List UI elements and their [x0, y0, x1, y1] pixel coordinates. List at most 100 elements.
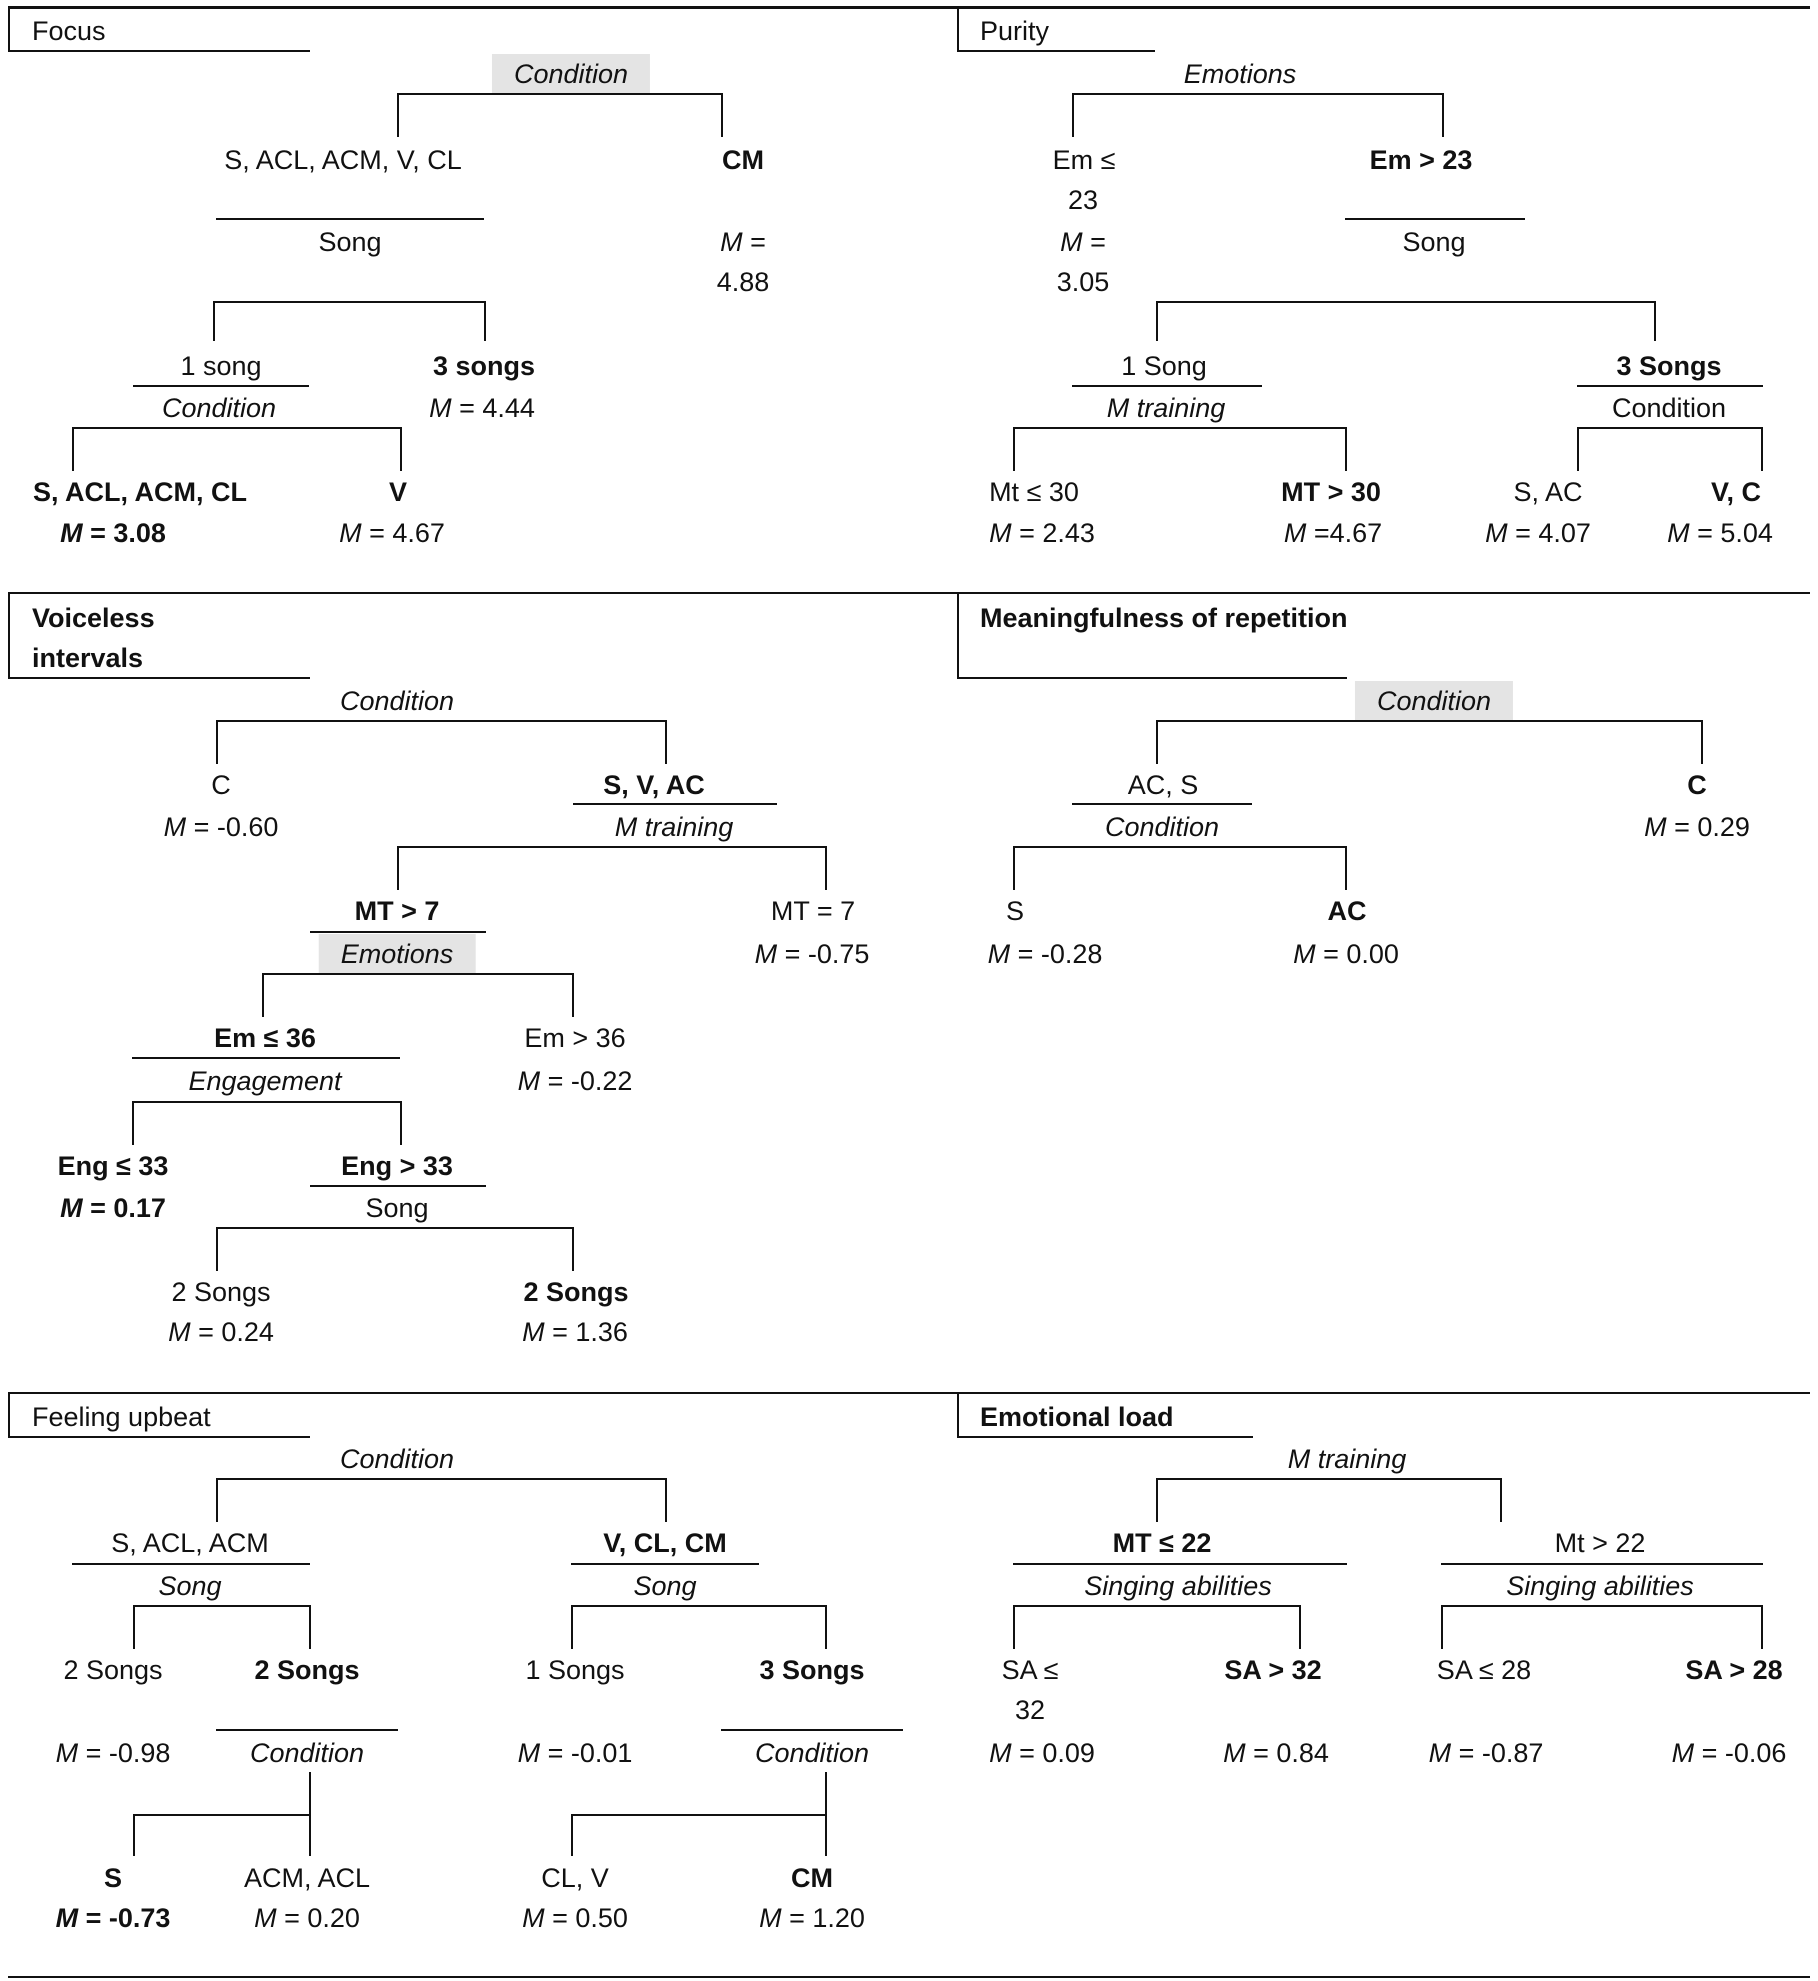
mean-label: M = 0.09: [989, 1738, 1095, 1768]
node-label: S, ACL, ACM, V, CL: [224, 145, 462, 175]
bracket-h: [397, 846, 827, 848]
mean-label: M = -0.01: [517, 1738, 633, 1768]
mean-value: 3.05: [1056, 267, 1110, 297]
leaf-label: SA > 28: [1685, 1655, 1783, 1685]
mean-label: M = 0.29: [1644, 812, 1750, 842]
bracket-h: [262, 973, 574, 975]
bracket-v: [397, 846, 399, 890]
bracket-v: [571, 1814, 573, 1856]
stem: [309, 1772, 311, 1816]
panel-title: Feeling upbeat: [32, 1402, 211, 1432]
mean-label: M = -0.06: [1671, 1738, 1787, 1768]
leaf-label: MT > 30: [1281, 477, 1381, 507]
mean-label: M = 4.67: [339, 518, 445, 548]
split-label: Song: [633, 1571, 697, 1601]
mean-label: M =: [1060, 227, 1106, 257]
bracket-v: [1156, 1478, 1158, 1522]
underline: [310, 931, 486, 933]
bracket-v: [1761, 1605, 1763, 1649]
mean-label: M = 3.08: [60, 518, 166, 548]
bracket-h: [216, 720, 667, 722]
bracket-h: [571, 1814, 827, 1816]
split-label-condition: Condition: [1354, 681, 1514, 721]
split-label: Song: [1402, 227, 1466, 257]
bracket-h: [1441, 1605, 1763, 1607]
bracket-v: [133, 1605, 135, 1649]
node-label: MT = 7: [770, 896, 856, 926]
split-label: Condition: [339, 686, 455, 716]
bracket-v: [1013, 846, 1015, 890]
bracket-v: [397, 93, 399, 137]
row-divider-1: [8, 592, 1810, 594]
bracket-v: [400, 1101, 402, 1145]
leaf-label: 32: [1014, 1695, 1046, 1725]
title-box-bottom: [957, 50, 1155, 52]
bracket-v: [825, 1814, 827, 1856]
node-label: S, ACL, ACM: [111, 1528, 269, 1558]
node-label: Em ≤: [1052, 145, 1116, 175]
split-label-condition: Condition: [491, 54, 651, 94]
mean-label: M = 0.24: [168, 1317, 274, 1347]
bracket-v: [572, 973, 574, 1017]
leaf-label: S: [1005, 896, 1025, 926]
bracket-h: [1072, 93, 1444, 95]
bracket-v: [132, 1101, 134, 1145]
bracket-v: [1299, 1605, 1301, 1649]
node-label: 1 Songs: [525, 1655, 625, 1685]
split-label: Song: [365, 1193, 429, 1223]
leaf-label: SA ≤ 28: [1436, 1655, 1532, 1685]
bracket-h: [133, 1605, 311, 1607]
bracket-v: [721, 93, 723, 137]
leaf-label: ACM, ACL: [243, 1863, 371, 1893]
bracket-v: [571, 1605, 573, 1649]
leaf-label: S, ACL, ACM, CL: [33, 477, 247, 507]
bracket-v: [133, 1814, 135, 1856]
title-box-left: [957, 592, 959, 678]
node-label: 1 Song: [1121, 351, 1207, 381]
bracket-h: [397, 93, 723, 95]
bracket-v: [72, 427, 74, 471]
leaf-label: S: [103, 1863, 123, 1893]
mean-label: M = 5.04: [1667, 518, 1773, 548]
node-label: 2 Songs: [63, 1655, 163, 1685]
bracket-v: [1761, 427, 1763, 471]
split-label: Singing abilities: [1506, 1571, 1694, 1601]
node-label: S, V, AC: [603, 770, 705, 800]
mean-label: M = 0.84: [1223, 1738, 1329, 1768]
mean-label: M = 2.43: [989, 518, 1095, 548]
title-box-bottom: [8, 677, 310, 679]
split-label: Song: [318, 227, 382, 257]
split-label-emotions: Emotions: [318, 934, 476, 974]
stem: [825, 1772, 827, 1816]
leaf-label: 2 Songs: [523, 1277, 629, 1307]
bracket-v: [1654, 301, 1656, 341]
mean-label: M = -0.73: [55, 1903, 171, 1933]
underline: [216, 218, 484, 220]
node-label: CM: [722, 145, 764, 175]
node-label: MT ≤ 22: [1112, 1528, 1212, 1558]
node-label: 23: [1067, 185, 1099, 215]
node-label: Em > 36: [524, 1023, 626, 1053]
node-label: 2 Songs: [254, 1655, 360, 1685]
underline: [1072, 385, 1262, 387]
bracket-h: [72, 427, 402, 429]
bracket-v: [1500, 1478, 1502, 1522]
underline: [1345, 218, 1525, 220]
leaf-label: SA ≤: [1001, 1655, 1059, 1685]
mean-label: M = 0.50: [522, 1903, 628, 1933]
bracket-v: [665, 1478, 667, 1522]
mean-label: M = 1.36: [522, 1317, 628, 1347]
top-rule: [8, 6, 1810, 9]
node-label: Eng ≤ 33: [57, 1151, 169, 1181]
split-label: M training: [1106, 393, 1226, 423]
title-box-bottom: [957, 1436, 1253, 1438]
title-box-left: [8, 6, 10, 51]
leaf-label: Mt ≤ 30: [989, 477, 1079, 507]
bottom-rule: [8, 1976, 1810, 1978]
panel-title: Meaningfulness of repetition: [980, 603, 1348, 633]
mean-label: M = -0.22: [517, 1066, 633, 1096]
leaf-label: AC: [1327, 896, 1367, 926]
node-label: 3 songs: [432, 351, 536, 381]
bracket-v: [1345, 846, 1347, 890]
